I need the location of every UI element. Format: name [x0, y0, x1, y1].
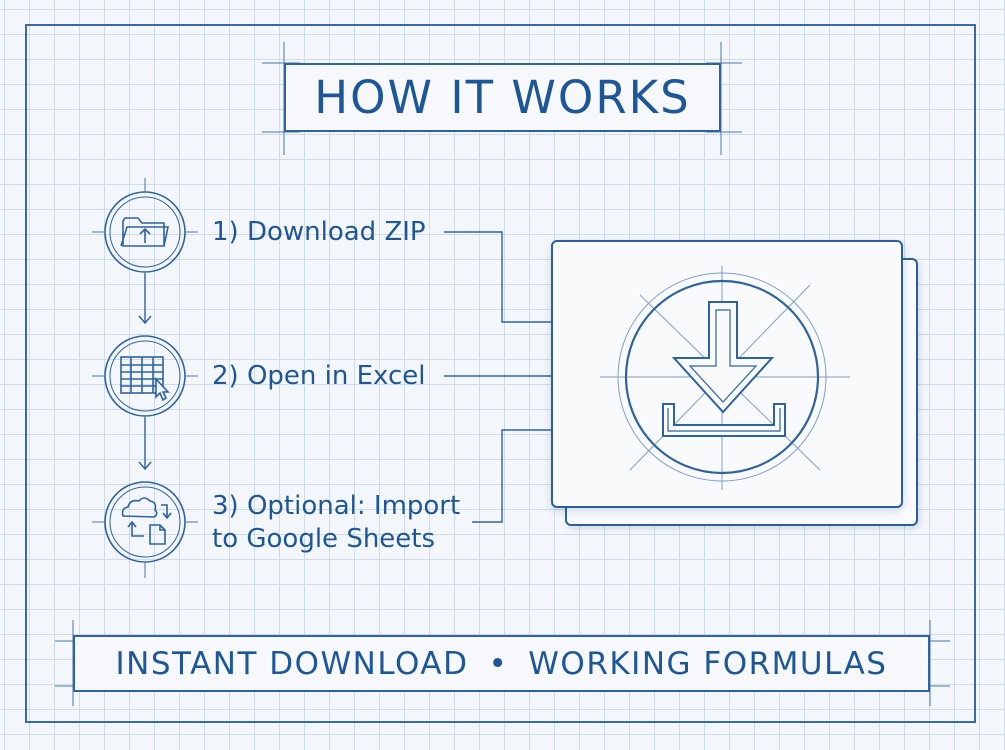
step-3-label-line1: 3) Optional: Import	[212, 491, 461, 521]
cloud-sync-icon	[104, 481, 186, 563]
footer-right-text: WORKING FORMULAS	[528, 645, 888, 682]
footer-banner: INSTANT DOWNLOAD • WORKING FORMULAS	[73, 635, 930, 692]
step-3-label-line2: to Google Sheets	[212, 524, 436, 554]
step-2-label: 2) Open in Excel	[212, 361, 426, 391]
footer-separator: •	[488, 645, 509, 682]
folder-upload-icon	[104, 191, 186, 273]
title-box: HOW IT WORKS	[284, 63, 721, 132]
footer-left-text: INSTANT DOWNLOAD	[115, 645, 469, 682]
outer-frame	[25, 24, 976, 723]
footer-text: INSTANT DOWNLOAD • WORKING FORMULAS	[116, 646, 888, 682]
spreadsheet-cursor-icon	[104, 335, 186, 417]
page-title: HOW IT WORKS	[314, 71, 691, 124]
step-1-label: 1) Download ZIP	[212, 217, 426, 247]
